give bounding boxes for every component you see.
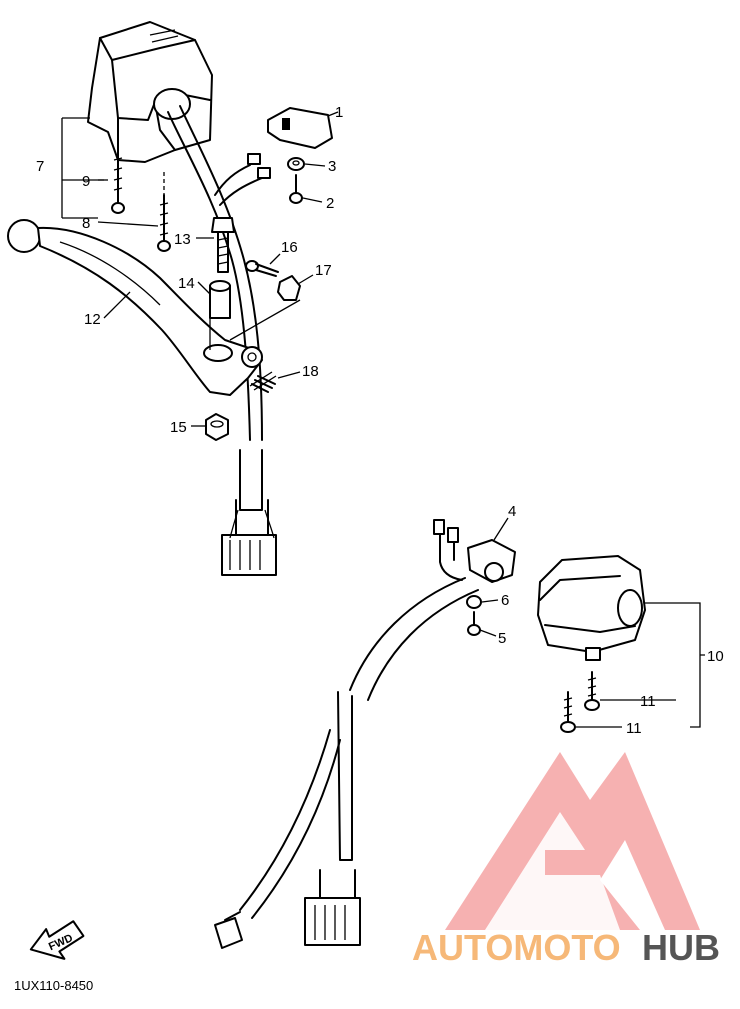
right-harness-cable <box>214 577 479 949</box>
bracket-10 <box>576 602 705 728</box>
screw-11b <box>560 691 576 733</box>
callout-7: 7 <box>36 158 44 175</box>
spring-18 <box>249 371 277 393</box>
callout-16: 16 <box>281 239 298 256</box>
leaders-right <box>479 517 509 637</box>
callout-11a: 11 <box>640 693 656 710</box>
callout-13: 13 <box>174 231 191 248</box>
bracket-7 <box>61 117 104 219</box>
callout-4: 4 <box>508 503 516 520</box>
callout-15: 15 <box>170 419 187 436</box>
right-switch-housing <box>537 555 646 661</box>
callout-10: 10 <box>707 648 724 665</box>
nut-15 <box>205 413 229 441</box>
wire-terminals-right <box>433 519 463 581</box>
front-brake-switch-4 <box>467 539 516 583</box>
logo-text-hub: HUB <box>642 927 720 968</box>
logo-inner <box>485 812 620 930</box>
adjust-bolt-16 <box>245 260 279 277</box>
leaders-left <box>97 111 339 427</box>
pivot-bolt-13 <box>211 217 235 273</box>
nut-6 <box>466 595 482 609</box>
screw-8 <box>157 172 171 252</box>
wire-terminals-left <box>214 153 271 206</box>
callout-14: 14 <box>178 275 195 292</box>
collar-14 <box>209 280 231 319</box>
drawing-code: 1UX110-8450 <box>14 978 93 993</box>
callout-6: 6 <box>501 592 509 609</box>
callout-8: 8 <box>82 215 90 232</box>
screw-11a <box>584 671 600 711</box>
nut-17 <box>277 275 301 301</box>
clutch-lever <box>7 219 263 396</box>
callout-17: 17 <box>315 262 332 279</box>
callout-18: 18 <box>302 363 319 380</box>
left-switch-housing <box>87 21 213 163</box>
logo-text-automoto: AUTOMOTO <box>412 927 621 968</box>
screw-9 <box>111 149 125 214</box>
callout-2: 2 <box>326 195 334 212</box>
callout-11b: 11 <box>626 720 642 737</box>
front-brake-switch <box>267 107 333 149</box>
callout-3: 3 <box>328 158 336 175</box>
forward-arrow-icon: FWD <box>29 920 85 960</box>
screw-2 <box>289 174 303 204</box>
nut-3 <box>287 157 305 171</box>
screw-5 <box>467 611 481 636</box>
callout-5: 5 <box>498 630 506 647</box>
callout-9: 9 <box>82 173 90 190</box>
callout-1: 1 <box>335 104 343 121</box>
guide-lines-left <box>209 299 301 350</box>
automotohub-logo: AUTOMOTO HUB <box>412 752 720 968</box>
callout-12: 12 <box>84 311 101 328</box>
